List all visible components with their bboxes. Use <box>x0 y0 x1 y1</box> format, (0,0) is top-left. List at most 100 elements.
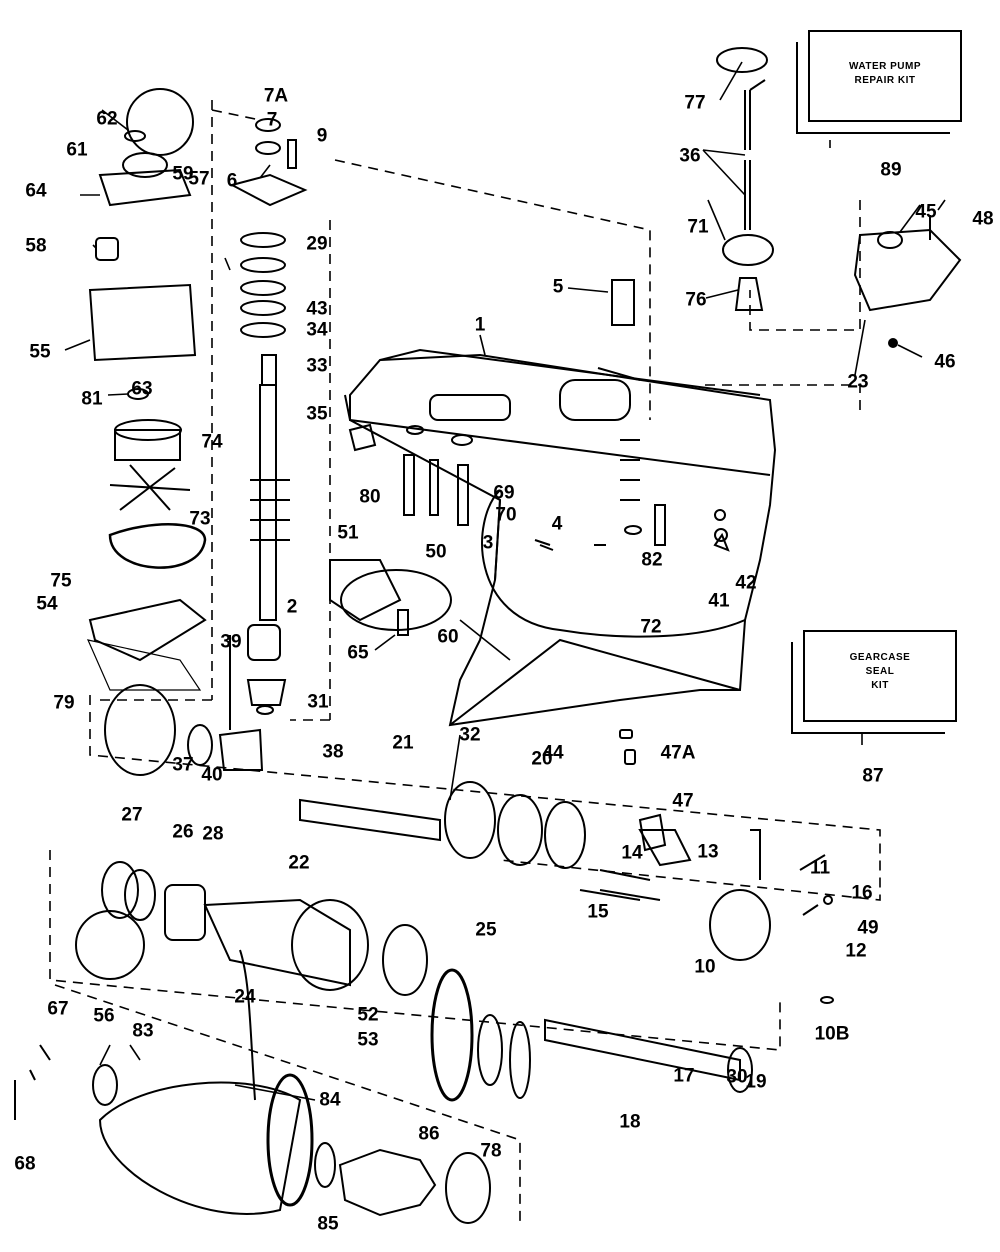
callout-43: 43 <box>306 298 328 320</box>
callout-76: 76 <box>685 289 707 311</box>
gearcase-housing <box>344 348 777 727</box>
gear-frame <box>89 695 881 901</box>
callout-60: 60 <box>437 626 459 648</box>
callout-40: 40 <box>201 764 223 786</box>
water-pump-repair-kit-box: WATER PUMP REPAIR KIT <box>808 30 962 122</box>
callout-2: 2 <box>286 596 298 618</box>
callout-48: 48 <box>972 208 994 230</box>
callout-63: 63 <box>131 378 153 400</box>
prop-frame <box>54 984 521 1225</box>
callout-5: 5 <box>552 276 564 298</box>
callout-7a: 7A <box>263 85 289 107</box>
gearcase-seal-kit-box: GEARCASE SEAL KIT <box>803 630 957 722</box>
callout-39: 39 <box>220 631 242 653</box>
callout-20: 20 <box>531 748 553 770</box>
propshaft-frame <box>49 850 781 1051</box>
propeller-parts <box>14 949 491 1224</box>
lower-frame <box>705 384 861 410</box>
callout-53: 53 <box>357 1029 379 1051</box>
callout-86: 86 <box>418 1123 440 1145</box>
callout-33: 33 <box>306 355 328 377</box>
shift-rod-parts <box>716 47 962 348</box>
callout-23: 23 <box>847 371 869 393</box>
callout-16: 16 <box>851 882 873 904</box>
callout-12: 12 <box>845 940 867 962</box>
gear-row-parts <box>104 684 771 961</box>
callout-77: 77 <box>684 92 706 114</box>
callout-15: 15 <box>587 901 609 923</box>
callout-72: 72 <box>640 616 662 638</box>
shift-frame <box>749 200 861 331</box>
callout-83: 83 <box>132 1020 154 1042</box>
callout-55: 55 <box>29 341 51 363</box>
callout-70: 70 <box>495 504 517 526</box>
callout-52: 52 <box>357 1004 379 1026</box>
leader-lines <box>64 61 946 1101</box>
callout-7: 7 <box>266 109 278 131</box>
callout-18: 18 <box>619 1111 641 1133</box>
callout-24: 24 <box>234 986 256 1008</box>
callout-25: 25 <box>475 919 497 941</box>
callout-79: 79 <box>53 692 75 714</box>
callout-67: 67 <box>47 998 69 1020</box>
callout-28: 28 <box>202 823 224 845</box>
callout-58: 58 <box>25 235 47 257</box>
callout-71: 71 <box>687 216 709 238</box>
callout-11: 11 <box>809 857 831 879</box>
callout-26: 26 <box>172 821 194 843</box>
callout-46: 46 <box>934 351 956 373</box>
callout-82: 82 <box>641 549 663 571</box>
callout-59: 59 <box>172 163 194 185</box>
callout-75: 75 <box>50 570 72 592</box>
callout-64: 64 <box>25 180 47 202</box>
callout-10b: 10B <box>814 1023 850 1045</box>
callout-22: 22 <box>288 852 310 874</box>
kit-label-line: KIT <box>871 680 889 692</box>
callout-38: 38 <box>322 741 344 763</box>
callout-47: 47 <box>672 790 694 812</box>
driveshaft-frame <box>290 220 331 721</box>
callout-10: 10 <box>694 956 716 978</box>
gearcase-seal-kit-label: GEARCASE SEAL KIT <box>805 651 955 693</box>
callout-27: 27 <box>121 804 143 826</box>
callout-47a: 47A <box>660 742 696 764</box>
kit-label-line: GEARCASE <box>849 652 911 664</box>
callout-37: 37 <box>172 754 194 776</box>
callout-6: 6 <box>226 170 238 192</box>
shift-cradle-parts <box>329 279 834 1004</box>
callout-68: 68 <box>14 1153 36 1175</box>
kit-label-line: REPAIR KIT <box>854 75 916 87</box>
callout-73: 73 <box>189 508 211 530</box>
callout-44: 44 <box>542 742 564 764</box>
callout-62: 62 <box>96 108 118 130</box>
callout-13: 13 <box>697 841 719 863</box>
callout-50: 50 <box>425 541 447 563</box>
callout-9: 9 <box>316 125 328 147</box>
callout-31: 31 <box>307 691 329 713</box>
callout-54: 54 <box>36 593 58 615</box>
callout-30: 30 <box>726 1066 748 1088</box>
kit-label-line: WATER PUMP <box>848 61 922 73</box>
callout-51: 51 <box>337 522 359 544</box>
callout-49: 49 <box>857 917 879 939</box>
assembly-frames <box>49 100 881 1225</box>
callout-32: 32 <box>459 724 481 746</box>
callout-80: 80 <box>359 486 381 508</box>
gearcase-frame <box>334 159 651 420</box>
callout-56: 56 <box>93 1005 115 1027</box>
kit-label-line: SEAL <box>865 666 895 678</box>
callout-29: 29 <box>306 233 328 255</box>
callout-1: 1 <box>474 314 486 336</box>
callout-69: 69 <box>493 482 515 504</box>
callout-4: 4 <box>551 513 563 535</box>
callout-57: 57 <box>188 168 210 190</box>
callout-35: 35 <box>306 403 328 425</box>
callout-65: 65 <box>347 642 369 664</box>
callout-21: 21 <box>392 732 414 754</box>
callout-87: 87 <box>862 765 884 787</box>
callout-85: 85 <box>317 1213 339 1235</box>
callout-41: 41 <box>708 590 730 612</box>
propshaft-parts <box>75 861 753 1102</box>
callout-42: 42 <box>735 572 757 594</box>
